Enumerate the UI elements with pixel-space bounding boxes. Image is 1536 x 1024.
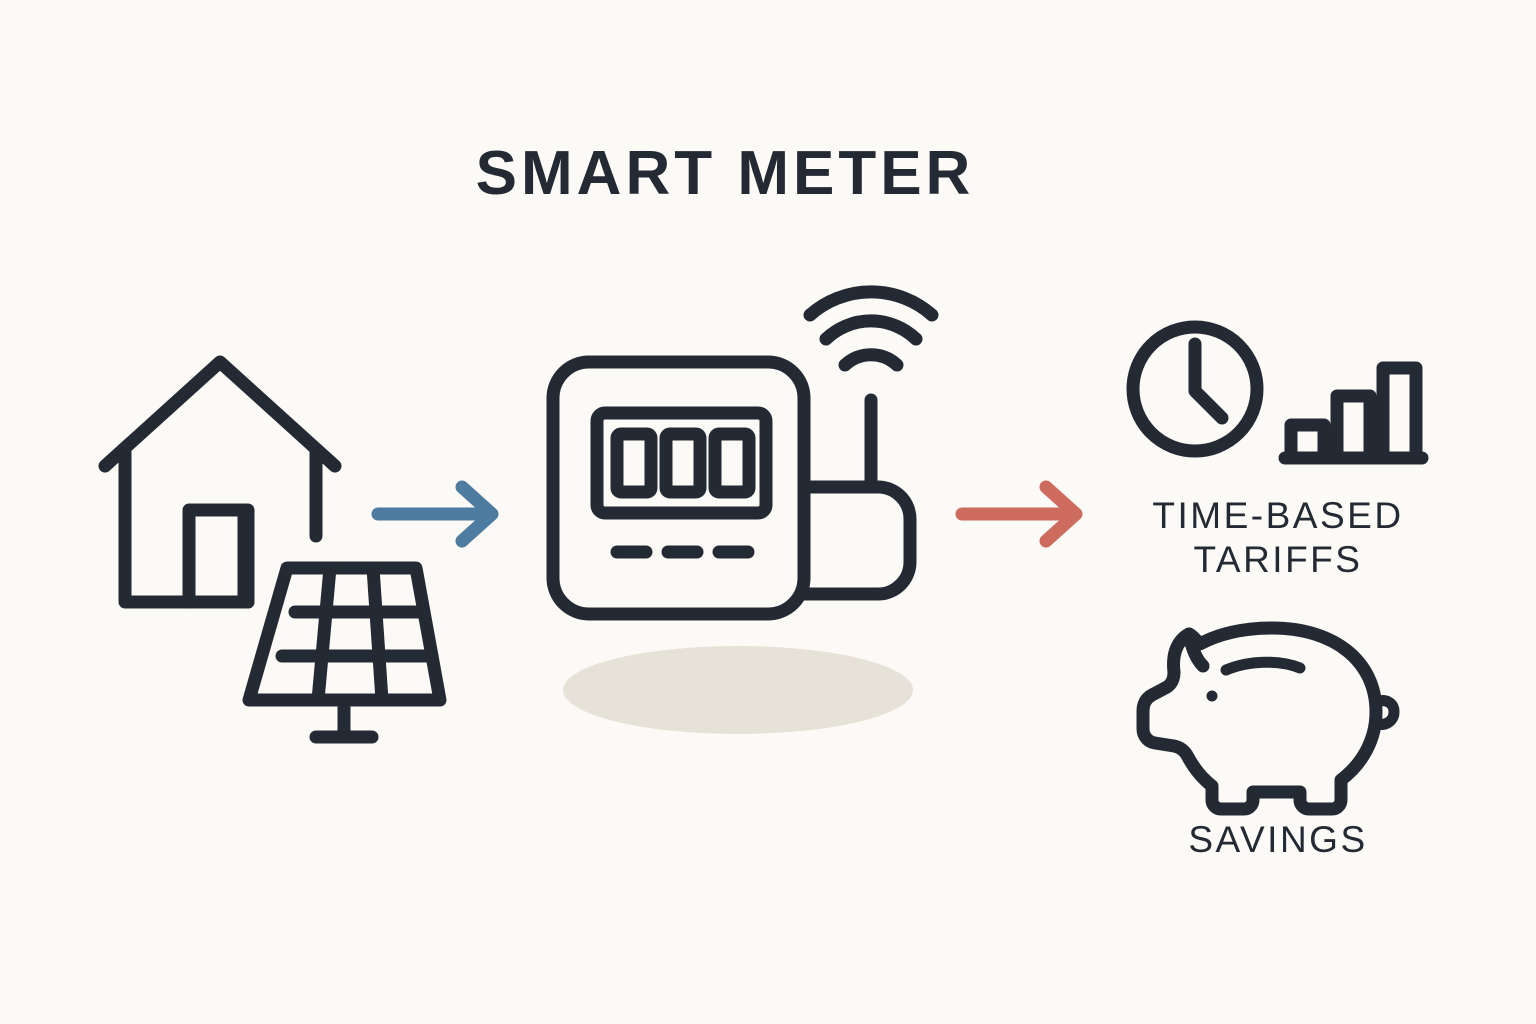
meter-digit-2 [659, 427, 707, 499]
arrow-home-to-meter [371, 480, 499, 548]
bar-chart-icon [1278, 361, 1429, 465]
outcomes-icons-group [1126, 320, 1429, 816]
meter-display-icon [590, 406, 773, 520]
clock-icon [1126, 320, 1264, 458]
tariffs-label-line-2: TARIFFS [1193, 538, 1363, 580]
tariffs-label-line-1: TIME-BASED [1152, 495, 1404, 536]
meter-digit-3 [708, 427, 756, 499]
arrow-meter-to-outcomes [955, 480, 1083, 548]
savings-label: SAVINGS [1188, 819, 1368, 860]
home-with-solar-group [98, 355, 447, 744]
house-door-icon [182, 503, 251, 609]
solar-panel-icon [242, 561, 447, 744]
piggy-eye [1206, 690, 1218, 702]
piggy-tail [1369, 695, 1400, 730]
meter-digit-1 [610, 427, 658, 499]
meter-shadow [563, 646, 913, 734]
wifi-signal-icon [803, 285, 939, 372]
tariffs-label: TIME-BASED TARIFFS [1088, 494, 1468, 581]
meter-side-module-icon [797, 480, 917, 601]
smart-meter-device-group [546, 285, 939, 621]
piggy-bank-icon [1136, 621, 1400, 816]
piggy-coin-slot [1220, 656, 1306, 676]
page-title: SMART METER [475, 139, 975, 208]
house-icon [98, 355, 342, 609]
